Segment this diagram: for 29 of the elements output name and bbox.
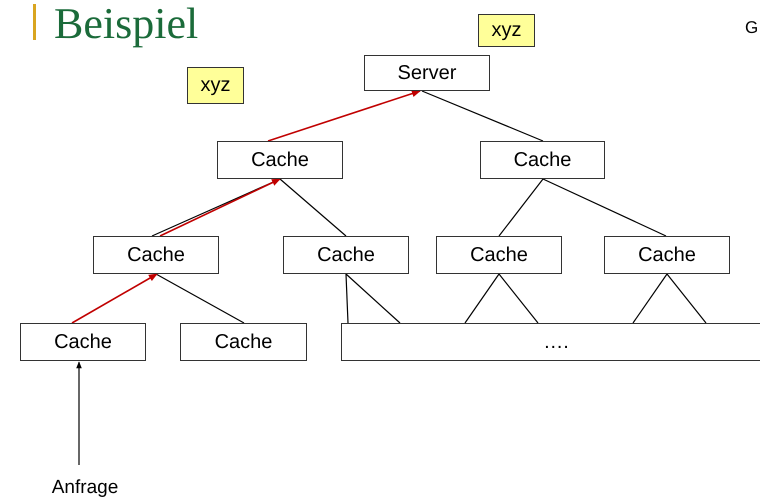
tree-line	[464, 274, 500, 324]
tree-line	[498, 274, 538, 324]
tree-line	[666, 274, 706, 324]
tree-line	[422, 90, 544, 142]
tree-line	[156, 273, 244, 324]
header-text: G	[745, 18, 758, 38]
cache-group-box: ….	[341, 323, 760, 361]
cache-box: Cache	[93, 236, 219, 274]
arrow	[268, 90, 421, 142]
tree-line	[346, 274, 400, 324]
cache-box: Cache	[283, 236, 409, 274]
cache-box: Cache	[20, 323, 146, 361]
request-text: Anfrage	[40, 475, 130, 501]
cache-box: Cache	[480, 141, 605, 179]
cache-box: Cache	[180, 323, 307, 361]
note-box: xyz	[187, 67, 244, 104]
tree-line	[280, 178, 346, 236]
tree-line	[632, 274, 668, 324]
cache-box: Cache	[604, 236, 730, 274]
tree-line	[542, 178, 666, 237]
arrow	[76, 361, 82, 465]
tree-line	[345, 274, 349, 324]
arrow	[72, 273, 158, 324]
tree-line	[498, 178, 544, 236]
server-box: Server	[364, 55, 490, 91]
title: Beispiel	[54, 0, 198, 48]
note-box: xyz	[478, 14, 535, 47]
cache-box: Cache	[436, 236, 562, 274]
cache-box: Cache	[217, 141, 343, 179]
